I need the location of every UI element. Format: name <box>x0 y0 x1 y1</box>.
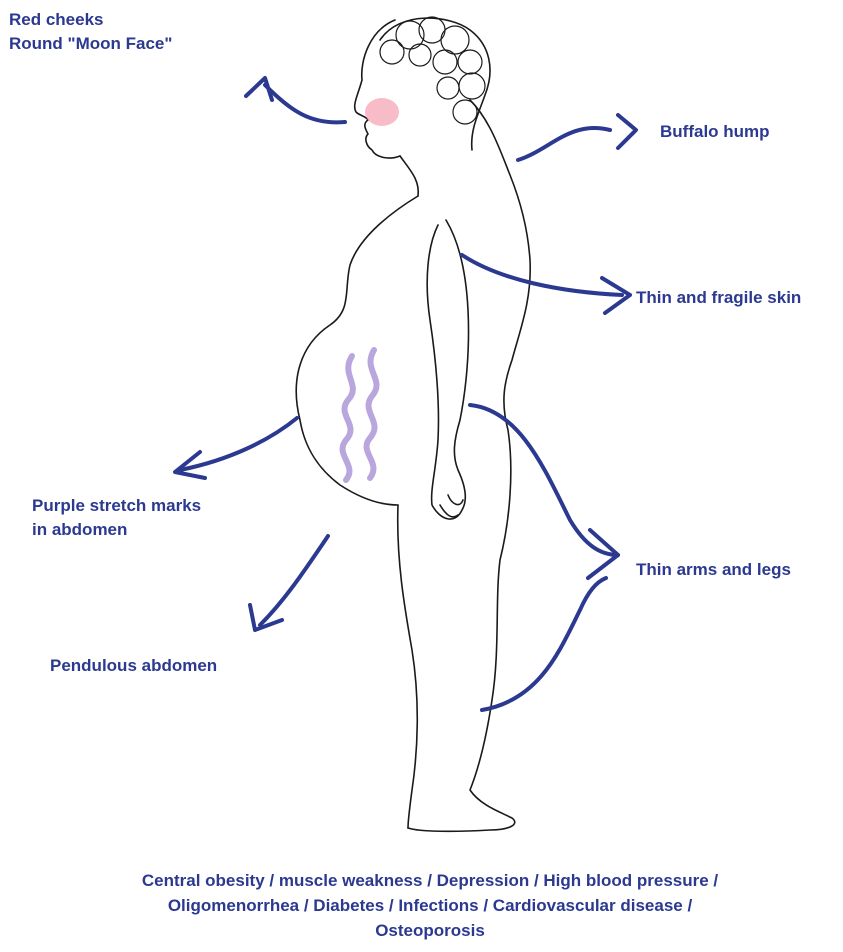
symptom-list: Central obesity / muscle weakness / Depr… <box>60 868 800 943</box>
label-buffalo-hump: Buffalo hump <box>660 120 770 144</box>
red-cheek <box>365 98 399 126</box>
arrow-pendulous <box>260 536 328 625</box>
label-round-moon-face: Round "Moon Face" <box>9 32 172 56</box>
arrow-buffalo-hump <box>518 128 610 160</box>
arrow-moon-face-head <box>246 78 272 100</box>
arrow-thin-legs <box>482 578 606 710</box>
label-moon-face: Red cheeks Round "Moon Face" <box>9 8 172 56</box>
label-stretch-marks-line1: Purple stretch marks <box>32 494 201 518</box>
label-red-cheeks: Red cheeks <box>9 8 172 32</box>
label-thin-skin: Thin and fragile skin <box>636 286 801 310</box>
label-stretch-marks: Purple stretch marks in abdomen <box>32 494 201 542</box>
label-stretch-marks-line2: in abdomen <box>32 518 201 542</box>
stretch-marks <box>343 350 377 480</box>
symptom-line-3: Osteoporosis <box>60 918 800 943</box>
arrow-stretch-marks <box>180 418 297 470</box>
label-thin-arms-legs: Thin arms and legs <box>636 558 791 582</box>
arrow-buffalo-hump-head <box>618 115 636 148</box>
symptom-line-2: Oligomenorrhea / Diabetes / Infections /… <box>60 893 800 918</box>
body-outline <box>296 18 530 831</box>
arrow-moon-face <box>265 85 345 122</box>
symptom-line-1: Central obesity / muscle weakness / Depr… <box>60 868 800 893</box>
label-pendulous-abdomen: Pendulous abdomen <box>50 654 217 678</box>
arrow-thin-skin <box>462 255 622 295</box>
